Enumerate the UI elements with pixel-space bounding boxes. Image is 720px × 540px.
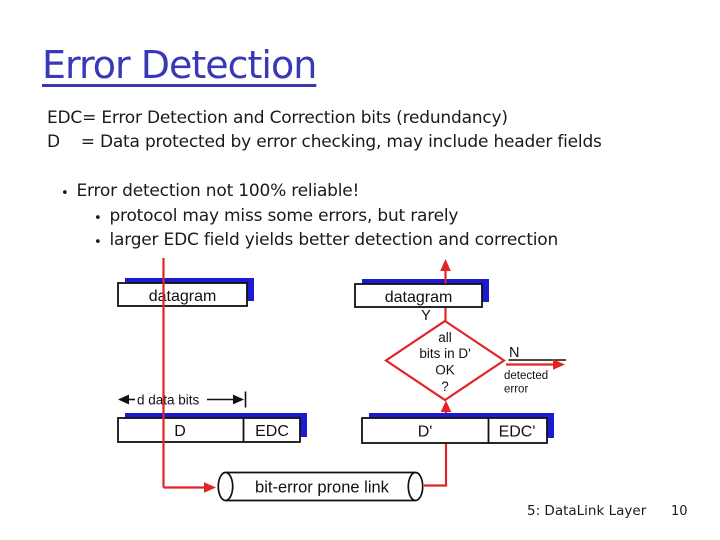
arrowhead-right-icon xyxy=(204,482,216,493)
slide-title: Error Detection xyxy=(42,43,317,87)
definition-edc: EDC= Error Detection and Correction bits… xyxy=(47,108,508,128)
left-arrow-icon xyxy=(118,394,129,405)
bullet-protocol-miss: • protocol may miss some errors, but rar… xyxy=(94,206,458,229)
bullet-marker: • xyxy=(94,235,102,250)
pipe-end-right xyxy=(407,471,424,502)
receiver-datagram-box: datagram xyxy=(354,279,489,308)
detected-error-line2: error xyxy=(504,384,528,396)
bit-error-link-pipe: bit-error prone link xyxy=(217,471,424,502)
receiver-datagram-label: datagram xyxy=(385,289,453,306)
right-arrow-icon xyxy=(233,394,244,405)
bullet-larger-edc: • larger EDC field yields better detecti… xyxy=(94,230,558,253)
d-data-bits-label: d data bits xyxy=(137,393,200,408)
edc-prime-field-label: EDC' xyxy=(499,424,536,441)
no-branch: N detected error xyxy=(504,345,566,396)
detected-error-line1: detected xyxy=(504,370,548,382)
edc-field-label: EDC xyxy=(255,423,289,440)
arrowhead-right-icon xyxy=(553,359,565,370)
sender-frame-box: D EDC xyxy=(117,413,307,443)
yes-branch-label: Y xyxy=(421,308,431,324)
decision-text-line4: ? xyxy=(441,379,449,394)
bullet-text: Error detection not 100% reliable! xyxy=(76,181,360,201)
decision-text-line1: all xyxy=(438,330,452,345)
arrowhead-up-icon xyxy=(440,400,452,412)
bullet-text: larger EDC field yields better detection… xyxy=(109,230,559,250)
bullet-error-detection: • Error detection not 100% reliable! xyxy=(61,181,359,204)
decision-text-line2: bits in D' xyxy=(419,346,470,361)
d-prime-field-label: D' xyxy=(418,424,433,441)
pipe-end-left xyxy=(217,471,234,502)
sender-datagram-box: datagram xyxy=(117,278,254,307)
receiver-flow-arrowheads xyxy=(440,259,452,412)
bullet-marker: • xyxy=(61,186,69,201)
link-label: bit-error prone link xyxy=(255,479,390,497)
sender-datagram-label: datagram xyxy=(149,288,217,305)
receiver-frame-box: D' EDC' xyxy=(361,413,554,444)
page-number: 10 xyxy=(671,504,688,519)
footer-label: 5: DataLink Layer xyxy=(527,503,647,519)
arrowhead-up-icon xyxy=(440,259,451,271)
decision-text-line3: OK xyxy=(435,363,455,378)
d-field-label: D xyxy=(174,423,186,440)
definition-d: D = Data protected by error checking, ma… xyxy=(47,132,602,152)
bullet-text: protocol may miss some errors, but rarel… xyxy=(109,206,459,226)
no-branch-label: N xyxy=(509,345,519,361)
bullet-marker: • xyxy=(94,211,102,226)
decision-diamond: all bits in D' OK ? xyxy=(384,319,506,402)
d-data-bits-measure: d data bits xyxy=(118,391,247,408)
sender-flow-line xyxy=(162,258,216,493)
